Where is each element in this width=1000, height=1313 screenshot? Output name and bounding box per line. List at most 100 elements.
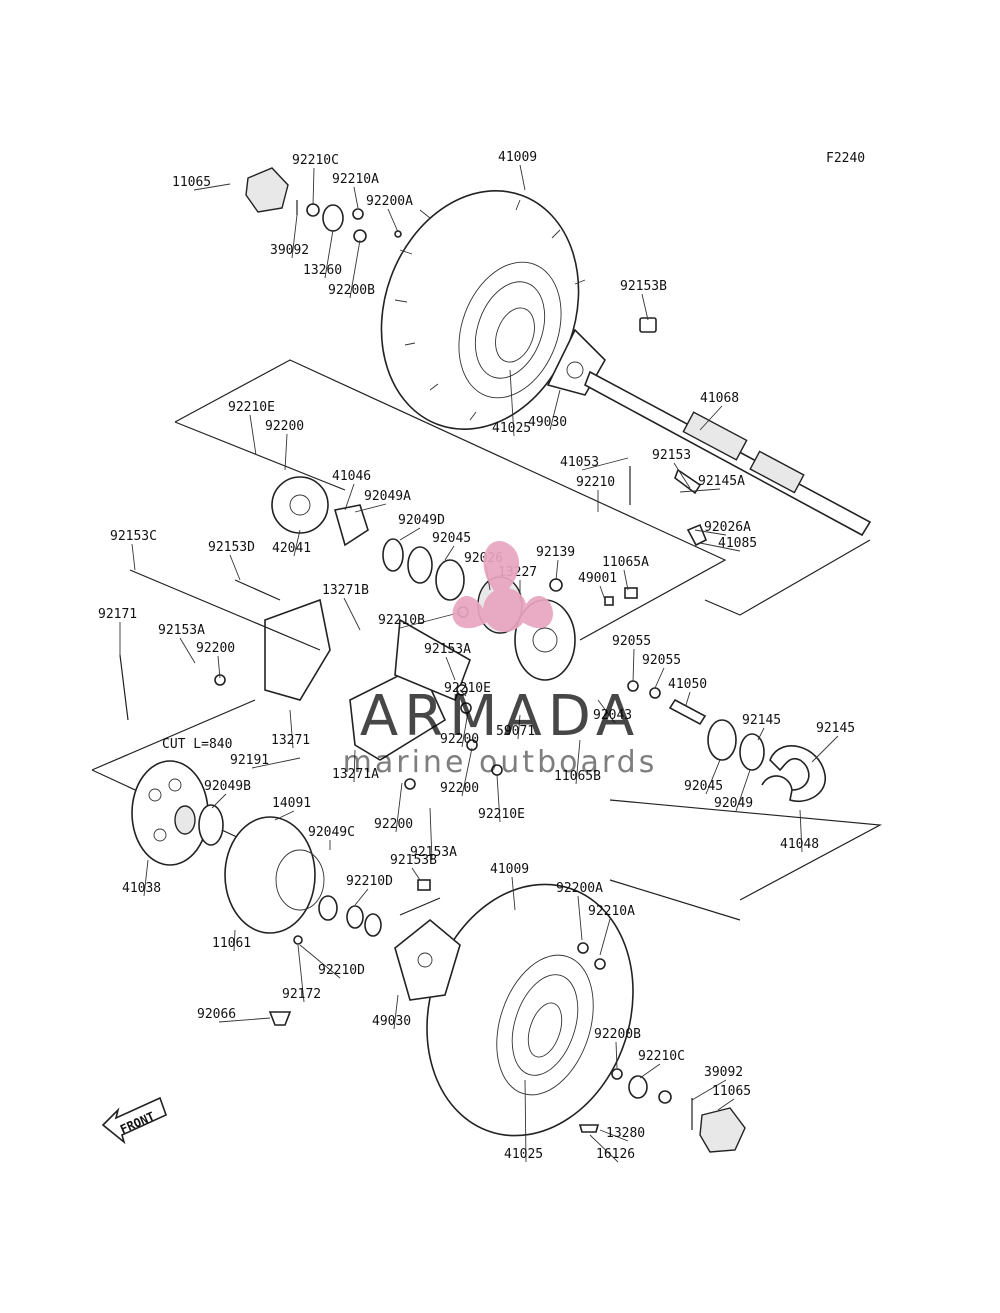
part-label: 41053 — [560, 455, 599, 470]
part-label: 49030 — [372, 1014, 411, 1029]
leader-line — [599, 585, 606, 601]
leader-line — [555, 559, 559, 581]
drum-group — [131, 760, 431, 1026]
part-label: 92191 — [230, 753, 269, 768]
leader-line — [353, 186, 359, 209]
part-label: 92200 — [440, 781, 479, 796]
part-label: 92043 — [593, 708, 632, 723]
leader-line — [131, 543, 136, 571]
leader-line — [251, 757, 301, 769]
leader-line — [387, 208, 399, 233]
bottom-tire — [394, 883, 746, 1153]
part-label: 92200A — [366, 194, 413, 209]
part-label: 49030 — [528, 415, 567, 430]
part-label: 92153 — [652, 448, 691, 463]
leader-line — [685, 691, 691, 706]
front-arrow-icon: FRONT — [101, 1096, 167, 1145]
leader-line — [393, 994, 399, 1030]
leader-line — [694, 529, 727, 536]
leader-line — [299, 944, 341, 979]
leader-line — [399, 611, 463, 629]
leader-line — [799, 809, 803, 853]
part-label: 42041 — [272, 541, 311, 556]
leader-line — [354, 888, 369, 906]
part-label: 11065B — [554, 769, 601, 784]
leader-line — [233, 929, 236, 952]
leader-line — [597, 699, 616, 724]
leader-line — [293, 529, 301, 557]
leader-line — [811, 735, 839, 763]
leader-line — [353, 749, 356, 783]
leader-line — [343, 597, 361, 631]
leader-line — [217, 655, 221, 679]
leader-line — [461, 711, 469, 748]
part-label: 41048 — [780, 837, 819, 852]
leader-line — [249, 414, 257, 456]
leader-line — [211, 793, 227, 809]
part-label: 92210D — [318, 963, 365, 978]
part-label: 92049 — [714, 796, 753, 811]
leader-line — [297, 944, 305, 1003]
part-label: 92210C — [638, 1049, 685, 1064]
part-label: 41046 — [332, 469, 371, 484]
leader-line — [654, 667, 665, 689]
part-label: 13271 — [271, 733, 310, 748]
part-label: 92153D — [208, 540, 255, 555]
leader-line — [312, 167, 315, 206]
leader-line — [581, 457, 629, 471]
part-label: 92153A — [158, 623, 205, 638]
watermark-tagline: marine outboards — [343, 745, 658, 780]
part-label: 92153B — [620, 279, 667, 294]
part-label: 41038 — [122, 881, 161, 896]
part-label: 92026A — [704, 520, 751, 535]
part-label: 92139 — [536, 545, 575, 560]
part-label: 41009 — [498, 150, 537, 165]
leader-line — [399, 527, 421, 541]
leader-line — [549, 389, 561, 431]
leader-line — [354, 503, 387, 513]
part-label: 16126 — [596, 1147, 635, 1162]
cut-note: CUT L=840 — [162, 737, 232, 752]
part-label: 92045 — [432, 531, 471, 546]
part-label: 92066 — [197, 1007, 236, 1022]
part-label: 92200 — [374, 817, 413, 832]
part-label: 92210B — [378, 613, 425, 628]
leader-line — [575, 739, 581, 785]
part-label: 92049D — [398, 513, 445, 528]
part-label: 13271B — [322, 583, 369, 598]
leader-line — [509, 369, 515, 437]
part-label: 92200 — [265, 419, 304, 434]
part-label: 92172 — [282, 987, 321, 1002]
leader-line — [193, 183, 231, 191]
part-label: 11065 — [172, 175, 211, 190]
leader-line — [459, 689, 467, 697]
leader-line — [699, 405, 723, 431]
leader-line — [699, 542, 741, 552]
leader-line — [461, 747, 473, 797]
leader-line — [411, 867, 421, 881]
part-label: 13271A — [332, 767, 379, 782]
leader-line — [291, 214, 298, 259]
part-label: 11065A — [602, 555, 649, 570]
part-label: 92145 — [816, 721, 855, 736]
leader-line — [717, 1098, 735, 1111]
part-label: 92049C — [308, 825, 355, 840]
leader-line — [218, 1017, 271, 1023]
part-label: 92210A — [332, 172, 379, 187]
part-label: 92045 — [684, 779, 723, 794]
part-label: 14091 — [272, 796, 311, 811]
leader-line — [599, 918, 611, 956]
part-labels: 1106592210C92210A92200A41009390921326092… — [98, 150, 855, 1162]
cut-note-group: CUT L=840 — [162, 737, 232, 752]
part-label: 92210E — [478, 807, 525, 822]
leader-line — [519, 164, 526, 191]
leader-line — [679, 488, 721, 493]
leader-line — [324, 229, 334, 279]
leader-line — [284, 433, 288, 471]
part-label: 92210D — [346, 874, 393, 889]
part-label: 49001 — [578, 571, 617, 586]
armada-watermark: ARMADA marine outboards — [343, 541, 658, 780]
part-label: 92145 — [742, 713, 781, 728]
part-label: 92049B — [204, 779, 251, 794]
